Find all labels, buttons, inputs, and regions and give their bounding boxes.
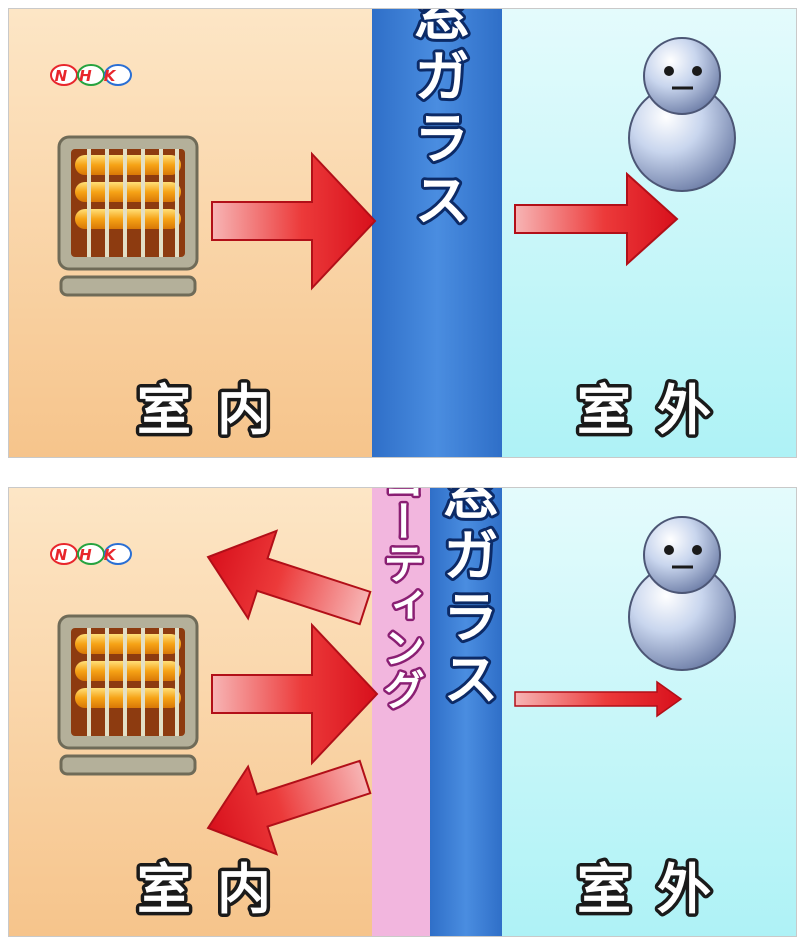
coating-label: コーティング <box>377 488 426 710</box>
glass-label: 窓ガラス <box>405 9 470 233</box>
reflected-heat-arrow-lower-icon <box>206 759 372 856</box>
window-glass <box>372 9 502 457</box>
snowman-icon <box>628 516 736 671</box>
glass-label: 窓ガラス <box>434 488 499 712</box>
panel-bottom-drawing: NHK <box>9 488 796 936</box>
nhk-logo-letters: NHK <box>55 67 128 85</box>
heat-arrow-icon <box>211 151 377 291</box>
heater-icon <box>57 614 199 776</box>
snowman-icon <box>628 37 736 192</box>
nhk-logo-letters: NHK <box>55 546 128 564</box>
reduced-heat-loss-arrow-icon <box>514 680 683 718</box>
heat-loss-arrow-icon <box>514 171 679 267</box>
heat-arrow-icon <box>211 622 379 766</box>
outdoor-label: 室外 <box>577 858 737 921</box>
window-glass <box>430 488 502 936</box>
heater-icon <box>57 135 199 297</box>
reflected-heat-arrow-upper-icon <box>206 529 372 626</box>
nhk-logo: NHK <box>50 64 132 86</box>
indoor-label: 室内 <box>137 858 297 921</box>
outdoor-label: 室外 <box>577 379 737 442</box>
coating-layer <box>372 488 430 936</box>
diagram-panel-with-coating: NHK <box>8 487 797 937</box>
panel-top-drawing: NHK <box>9 9 796 457</box>
diagram-panel-without-coating: NHK <box>8 8 797 458</box>
indoor-label: 室内 <box>137 379 297 442</box>
nhk-logo: NHK <box>50 543 132 565</box>
